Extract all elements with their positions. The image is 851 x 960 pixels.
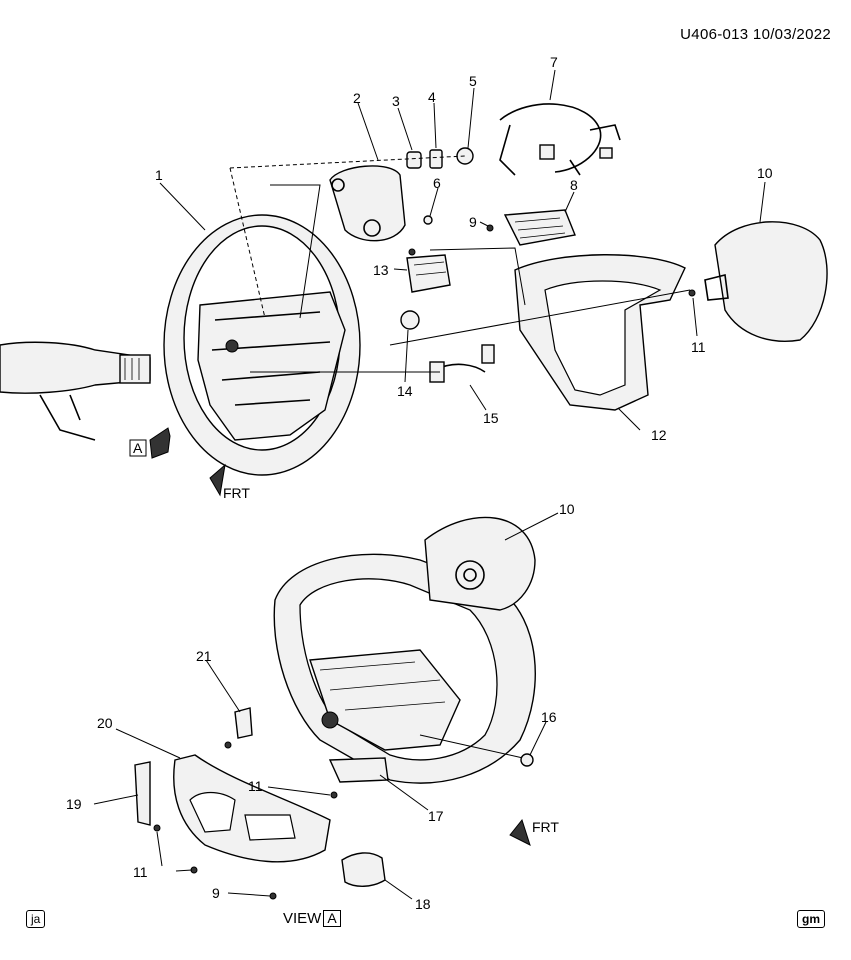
callout-14: 14 (397, 383, 413, 399)
screw-11 (688, 289, 696, 297)
wheel-bezel (514, 254, 686, 411)
diagram-code: U406-013 10/03/2022 (680, 26, 831, 43)
callout-leaders (93, 69, 766, 900)
callout-20: 20 (97, 715, 113, 731)
shift-paddle (134, 761, 151, 826)
screw-11-lower-b (153, 824, 161, 832)
language-badge: ja (26, 910, 46, 928)
callout-21: 21 (196, 648, 212, 664)
callout-18: 18 (415, 896, 431, 912)
callout-4: 4 (428, 89, 436, 105)
callout-11-bottom: 11 (133, 864, 148, 880)
callout-10: 10 (757, 165, 773, 181)
steering-wheel-rear (273, 553, 536, 784)
hub-fasteners (406, 147, 474, 225)
callout-16: 16 (541, 709, 557, 725)
view-a-marker-letter: A (133, 440, 143, 456)
callout-19: 19 (66, 796, 82, 812)
callout-9: 9 (469, 214, 477, 230)
callout-11: 11 (691, 339, 706, 355)
gm-logo-badge: gm (797, 910, 825, 928)
hub-plate (329, 165, 406, 242)
callout-6: 6 (433, 175, 441, 191)
guide-lines (229, 155, 691, 373)
callout-7: 7 (550, 54, 558, 70)
callout-5: 5 (469, 73, 477, 89)
front-arrow-bottom (509, 818, 531, 846)
switch-17 (328, 757, 389, 783)
view-label-letter: A (323, 910, 341, 927)
steering-switches (406, 209, 576, 293)
steering-column (0, 341, 151, 441)
screw-9b (408, 248, 416, 256)
callout-13: 13 (373, 262, 389, 278)
view-a-marker (129, 427, 171, 459)
callout-10-lower: 10 (559, 501, 575, 517)
callout-9-lower: 9 (212, 885, 220, 901)
callout-17: 17 (428, 808, 444, 824)
view-label-prefix: VIEW (283, 910, 322, 927)
front-arrow-top (209, 463, 226, 497)
bolt-16 (419, 734, 534, 767)
callout-1: 1 (155, 167, 163, 183)
airbag-module-rear (424, 516, 536, 611)
callout-8: 8 (570, 177, 578, 193)
screw-lower-clip (224, 741, 232, 749)
screw-9-lower (269, 892, 277, 900)
callout-2: 2 (353, 90, 361, 106)
steering-wheel-front (163, 214, 361, 476)
lower-trim-cover (173, 754, 331, 863)
front-arrow-bottom-label: FRT (532, 819, 559, 835)
screw-11-lower-a (330, 791, 338, 799)
view-label: VIEW A (283, 910, 341, 927)
clip-21 (234, 707, 253, 739)
wiring-harness (499, 103, 621, 176)
callout-3: 3 (392, 93, 400, 109)
callout-12: 12 (651, 427, 667, 443)
airbag-module (704, 221, 828, 342)
screw-9 (486, 224, 494, 232)
front-arrow-top-label: FRT (223, 485, 250, 501)
hub-bolt-and-connector (400, 310, 495, 383)
callout-15: 15 (483, 410, 499, 426)
callout-11-lower: 11 (248, 778, 263, 794)
cover-18 (341, 852, 386, 887)
